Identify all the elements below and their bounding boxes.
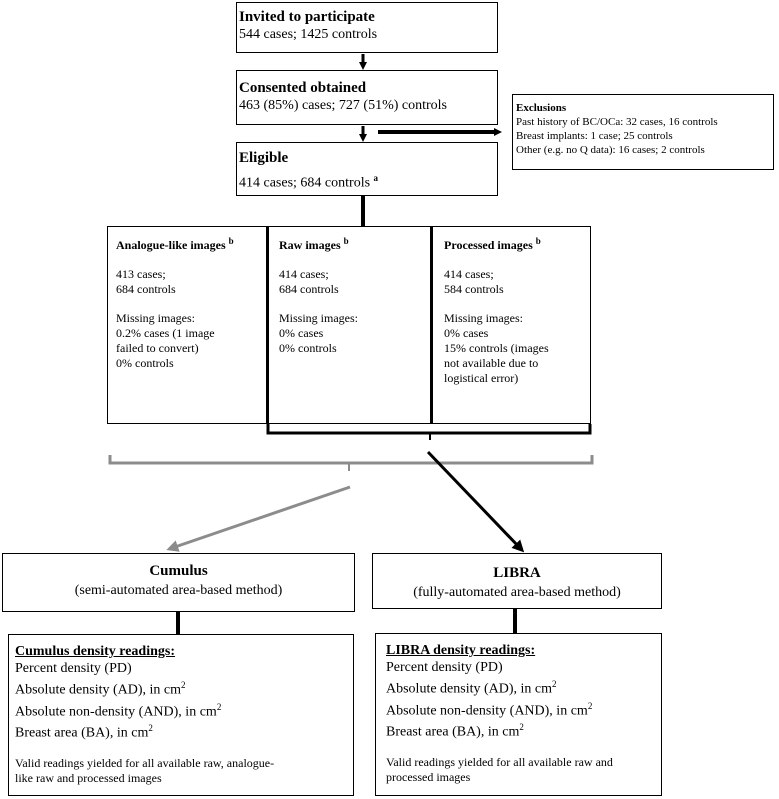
- exclusions-box: Exclusions Past history of BC/OCa: 32 ca…: [512, 94, 774, 170]
- consented-counts: 463 (85%) cases; 727 (51%) controls: [239, 98, 448, 113]
- invited-box: Invited to participate 544 cases; 1425 c…: [236, 2, 498, 53]
- reading-item: Breast area (BA), in cm2: [386, 722, 524, 740]
- reading-item: Absolute density (AD), in cm2: [15, 680, 186, 698]
- exclusions-title: Exclusions: [516, 102, 567, 114]
- bracket-raw-processed: [266, 424, 592, 435]
- exclusions-item: Breast implants: 1 case; 25 controls: [516, 130, 673, 142]
- readings-note: processed images: [386, 769, 471, 784]
- count-line: 684 controls: [116, 282, 176, 296]
- divider: [266, 226, 269, 424]
- readings-note: Valid readings yielded for all available…: [386, 754, 613, 769]
- image-type-title: Processed images b: [444, 236, 541, 252]
- count-line: 684 controls: [279, 282, 339, 296]
- invited-title: Invited to participate: [239, 9, 375, 25]
- arrow-to-cumulus: [166, 485, 351, 552]
- exclusions-item: Other (e.g. no Q data): 16 cases; 2 cont…: [516, 144, 705, 156]
- missing-line: 0% controls: [279, 341, 337, 355]
- arrow-to-libra: [426, 450, 525, 553]
- missing-line: 0.2% cases (1 image: [116, 326, 215, 340]
- image-type-processed: Processed images b 414 cases; 584 contro…: [444, 234, 589, 386]
- images-box: [107, 226, 591, 424]
- exclusions-item: Past history of BC/OCa: 32 cases, 16 con…: [516, 116, 718, 128]
- image-type-raw: Raw images b 414 cases; 684 controls Mis…: [279, 234, 429, 356]
- libra-readings-box: LIBRA density readings: Percent density …: [375, 633, 662, 796]
- missing-label: Missing images:: [116, 311, 196, 325]
- readings-note: like raw and processed images: [15, 770, 162, 785]
- consented-title: Consented obtained: [239, 80, 367, 96]
- missing-line: logistical error): [444, 371, 519, 385]
- missing-line: 0% cases: [444, 326, 489, 340]
- missing-label: Missing images:: [279, 311, 359, 325]
- missing-label: Missing images:: [444, 311, 524, 325]
- image-type-title: Raw images b: [279, 236, 349, 252]
- image-type-analogue: Analogue-like images b 413 cases; 684 co…: [116, 234, 266, 371]
- cumulus-title: Cumulus: [149, 563, 208, 579]
- reading-item: Breast area (BA), in cm2: [15, 723, 153, 741]
- eligible-title: Eligible: [239, 150, 289, 166]
- footnote-a: a: [373, 173, 379, 183]
- cumulus-readings-box: Cumulus density readings: Percent densit…: [8, 634, 354, 796]
- missing-line: 15% controls (images: [444, 341, 549, 355]
- count-line: 414 cases;: [279, 267, 329, 281]
- image-type-title: Analogue-like images b: [116, 236, 234, 252]
- reading-item: Percent density (PD): [386, 660, 503, 675]
- libra-subtitle: (fully-automated area-based method): [413, 585, 621, 600]
- reading-item: Absolute non-density (AND), in cm2: [386, 700, 593, 719]
- missing-line: failed to convert): [116, 341, 199, 355]
- reading-item: Absolute non-density (AND), in cm2: [15, 701, 222, 720]
- count-line: 584 controls: [444, 282, 504, 296]
- reading-item: Absolute density (AD), in cm2: [386, 679, 557, 697]
- readings-note: Valid readings yielded for all available…: [15, 755, 275, 770]
- missing-line: 0% controls: [116, 356, 174, 370]
- cumulus-subtitle: (semi-automated area-based method): [74, 583, 283, 598]
- eligible-counts: 414 cases; 684 controls a: [239, 173, 379, 191]
- libra-box: LIBRA (fully-automated area-based method…: [372, 553, 662, 609]
- missing-line: not available due to: [444, 356, 539, 370]
- consented-box: Consented obtained 463 (85%) cases; 727 …: [236, 70, 498, 125]
- bracket-all-images: [108, 455, 594, 465]
- divider: [430, 226, 433, 424]
- count-line: 414 cases;: [444, 267, 494, 281]
- cumulus-box: Cumulus (semi-automated area-based metho…: [2, 553, 355, 612]
- count-line: 413 cases;: [116, 267, 166, 281]
- cumulus-readings-title: Cumulus density readings:: [15, 644, 176, 659]
- reading-item: Percent density (PD): [15, 661, 132, 676]
- libra-readings-title: LIBRA density readings:: [386, 643, 536, 658]
- missing-line: 0% cases: [279, 326, 324, 340]
- libra-title: LIBRA: [493, 565, 541, 581]
- invited-counts: 544 cases; 1425 controls: [239, 27, 378, 42]
- eligible-box: Eligible 414 cases; 684 controls a: [236, 142, 498, 196]
